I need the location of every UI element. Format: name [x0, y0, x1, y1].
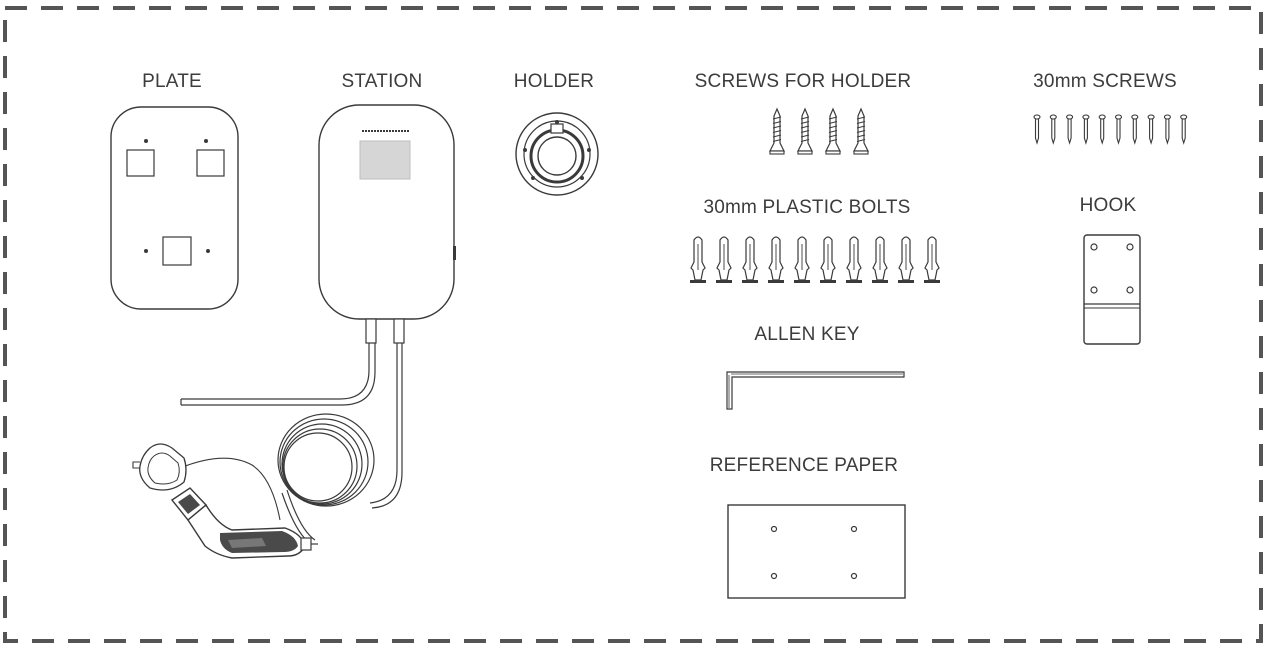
holder-screw: [769, 107, 785, 155]
plastic-bolt: [716, 236, 732, 283]
plate-label: PLATE: [142, 71, 202, 92]
small-screw: [1114, 114, 1123, 145]
plastic-bolt: [768, 236, 784, 283]
holder-screw: [853, 107, 869, 155]
screws-30mm-label: 30mm SCREWS: [1033, 71, 1177, 92]
plastic-bolts-label: 30mm PLASTIC BOLTS: [703, 197, 911, 218]
small-screw: [1049, 114, 1057, 145]
hook-label: HOOK: [1079, 195, 1137, 216]
reference-paper-label: REFERENCE PAPER: [709, 455, 899, 476]
allen-key-label: ALLEN KEY: [754, 324, 860, 345]
holder-screw: [797, 107, 813, 155]
small-screw: [1098, 114, 1106, 145]
small-screw: [1033, 114, 1041, 145]
small-screw: [1082, 114, 1090, 145]
holder-screw: [825, 107, 841, 155]
small-screw: [1163, 114, 1171, 145]
small-screw: [1066, 114, 1074, 145]
plastic-bolt: [820, 236, 836, 283]
small-screw: [1147, 114, 1155, 145]
screws-for-holder-label: SCREWS FOR HOLDER: [694, 71, 912, 92]
plastic-bolt: [794, 236, 810, 283]
plastic-bolt: [742, 236, 758, 283]
plastic-bolt: [690, 236, 706, 283]
station-label: STATION: [341, 71, 423, 92]
plastic-bolt: [898, 236, 914, 283]
plastic-bolt: [872, 236, 888, 283]
small-screw: [1131, 114, 1139, 145]
plastic-bolt: [846, 236, 862, 283]
plastic-bolt: [924, 236, 940, 283]
holder-label: HOLDER: [513, 71, 595, 92]
small-screw: [1180, 114, 1188, 145]
